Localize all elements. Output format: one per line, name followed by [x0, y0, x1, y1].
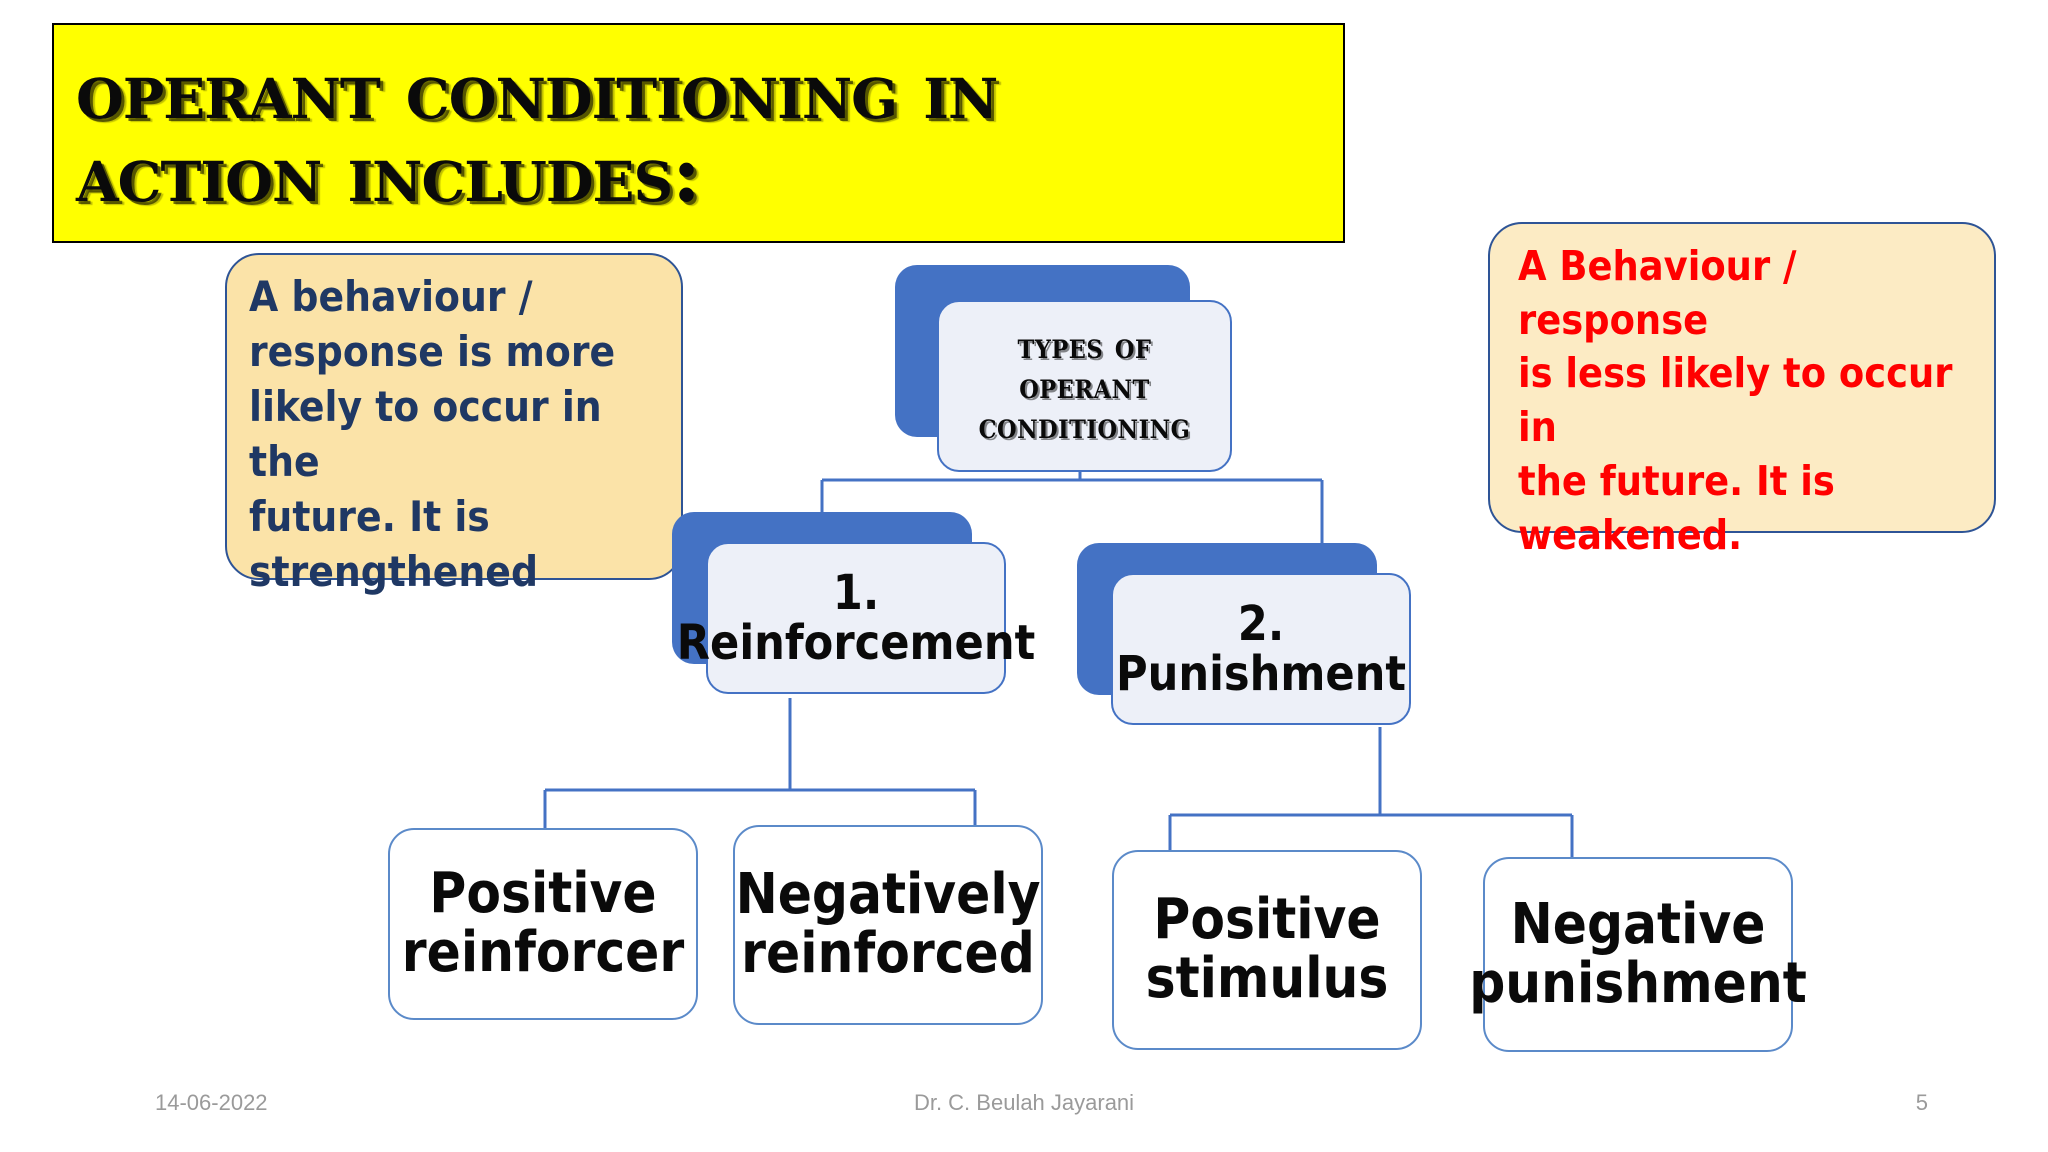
footer-page-number: 5 — [1915, 1090, 1928, 1115]
callout-left-text: A behaviour / response is more likely to… — [249, 272, 616, 597]
flowchart-node-positive-stimulus: Positive stimulus — [1112, 850, 1422, 1050]
flowchart-node-positive-reinforcer: Positive reinforcer — [388, 828, 698, 1020]
node-face: Types of Operant Conditioning — [937, 300, 1232, 472]
node-face: 2. Punishment — [1111, 573, 1411, 725]
slide-footer: 14-06-2022 Dr. C. Beulah Jayarani 5 — [0, 1090, 2048, 1136]
flowchart-node-root: Types of Operant Conditioning — [895, 265, 1232, 472]
node-face: Positive stimulus — [1112, 850, 1422, 1050]
slide-title-line-2: Action includes: — [76, 129, 701, 220]
node-label-punishment: 2. Punishment — [1115, 595, 1407, 702]
footer-date: 14-06-2022 — [155, 1090, 268, 1115]
node-label-positive-reinforcer: Positive reinforcer — [401, 861, 685, 985]
slide-title-banner: Operant Conditioning in Action includes: — [52, 23, 1345, 243]
flowchart-node-punishment: 2. Punishment — [1077, 543, 1411, 725]
callout-punishment-definition: A Behaviour / response is less likely to… — [1488, 222, 1996, 559]
node-face: Negatively reinforced — [733, 825, 1043, 1025]
slide-title-line-1: Operant Conditioning in — [76, 45, 998, 137]
footer-author: Dr. C. Beulah Jayarani — [913, 1090, 1135, 1115]
node-label-reinforcement: 1. Reinforcement — [676, 564, 1036, 671]
node-face: 1. Reinforcement — [677, 542, 1035, 694]
node-label-root: Types of Operant Conditioning — [978, 324, 1191, 448]
flowchart-node-reinforcement: 1. Reinforcement — [672, 512, 1035, 694]
node-label-negatively-reinforced: Negatively reinforced — [735, 862, 1041, 986]
node-face: Positive reinforcer — [388, 828, 698, 1020]
node-label-negative-punishment: Negative punishment — [1469, 891, 1807, 1016]
callout-right-text: A Behaviour / response is less likely to… — [1518, 242, 1953, 559]
callout-reinforcement-definition: A behaviour / response is more likely to… — [225, 253, 683, 596]
node-face: Negative punishment — [1469, 857, 1807, 1052]
node-label-positive-stimulus: Positive stimulus — [1145, 887, 1389, 1011]
flowchart-node-negatively-reinforced: Negatively reinforced — [733, 825, 1043, 1025]
flowchart-node-negative-punishment: Negative punishment — [1469, 857, 1807, 1052]
